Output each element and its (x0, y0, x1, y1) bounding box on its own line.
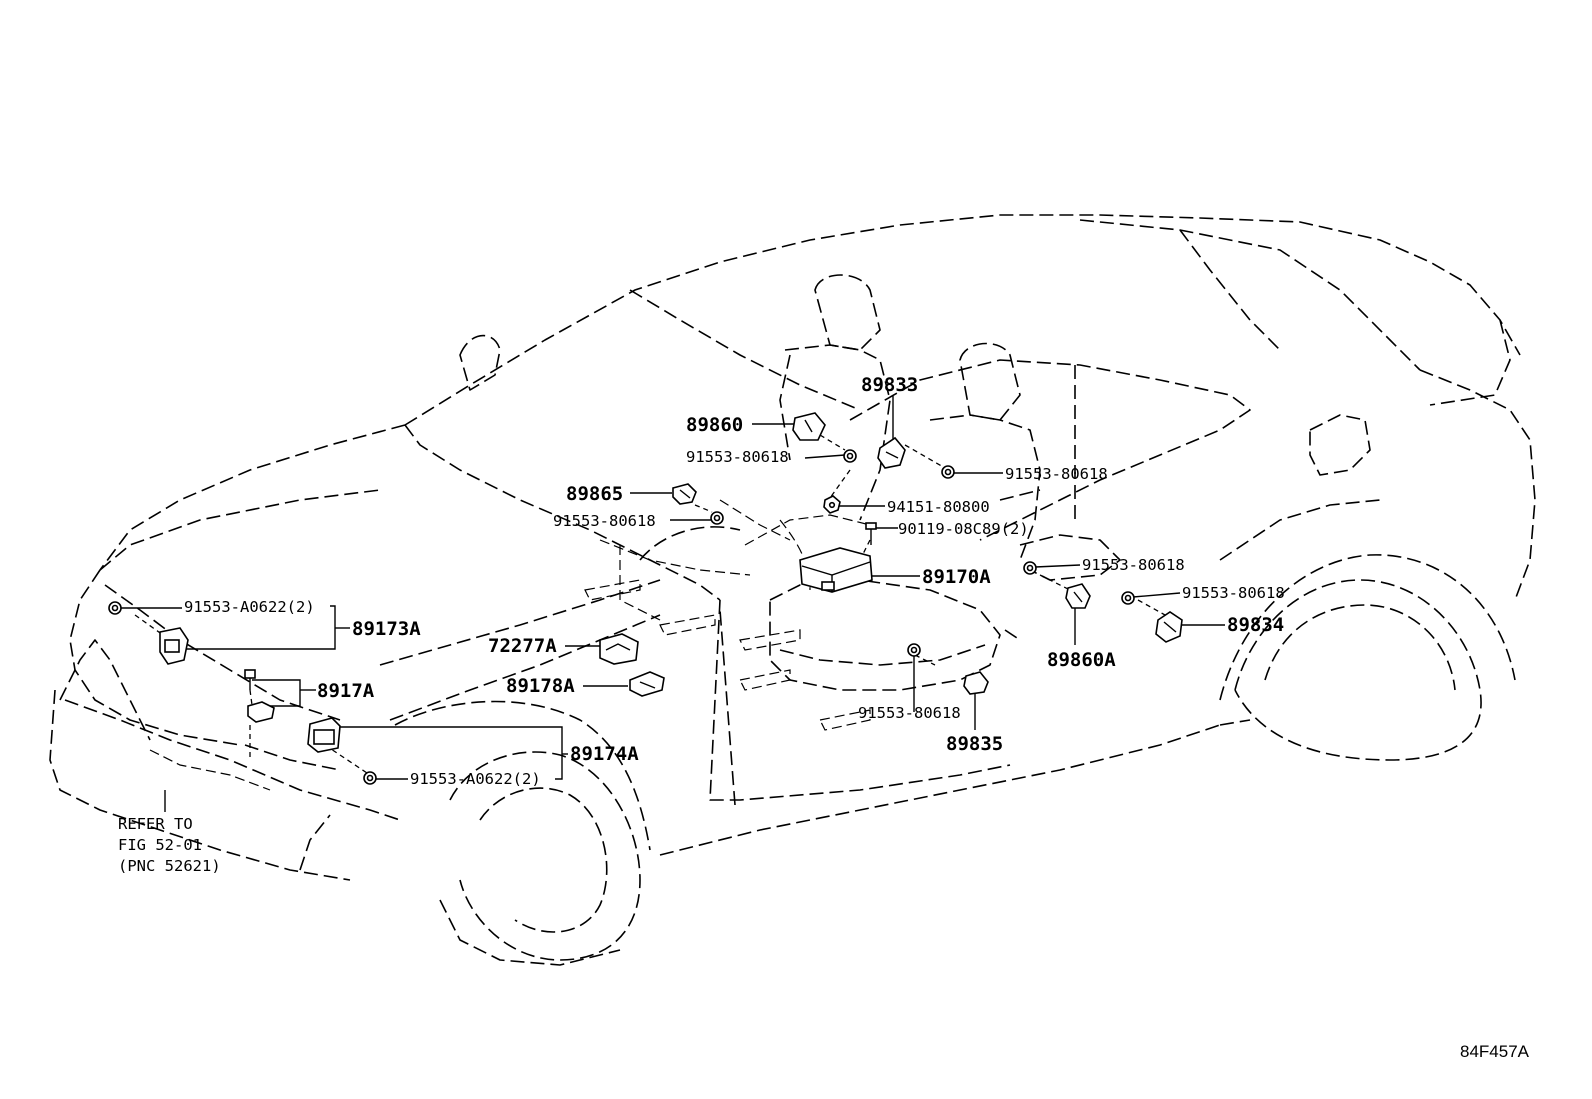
bolt-icon (1121, 591, 1135, 605)
connector-89178a-icon (629, 671, 665, 697)
label-90119-08c89: 90119-08C89(2) (898, 520, 1029, 538)
label-89170a: 89170A (922, 566, 991, 588)
front-sensor-89173a-icon (159, 627, 189, 665)
parts-icons (108, 412, 1183, 785)
label-91553-80618-b: 91553-80618 (1005, 465, 1108, 483)
bolt-icon (710, 511, 724, 525)
bolt-icon (907, 643, 921, 657)
nut-icon (823, 495, 841, 514)
part-labels: 89860 89833 91553-80618 91553-80618 8986… (118, 374, 1530, 1061)
airbag-sensor-assembly-icon (799, 547, 873, 593)
figure-code: 84F457A (1460, 1042, 1530, 1061)
label-91553-80618-f: 91553-80618 (858, 704, 961, 722)
bolt-icon (244, 669, 256, 690)
front-sensor-89174a-icon (307, 717, 341, 753)
label-89865: 89865 (566, 483, 623, 505)
label-89860: 89860 (686, 414, 743, 436)
reference-note-line-2: FIG 52-01 (118, 836, 202, 854)
label-91553-80618-d: 91553-80618 (1082, 556, 1185, 574)
label-89835: 89835 (946, 733, 1003, 755)
label-72277a: 72277A (488, 635, 557, 657)
bolt-icon (108, 601, 122, 615)
label-91553-a0622-bottom: 91553-A0622(2) (410, 770, 541, 788)
label-89174a: 89174A (570, 743, 639, 765)
front-sensor-8917a-icon (247, 701, 275, 723)
label-94151-80800: 94151-80800 (887, 498, 990, 516)
reference-note-line-1: REFER TO (118, 815, 193, 833)
label-89833: 89833 (861, 374, 918, 396)
label-89834: 89834 (1227, 614, 1284, 636)
bolt-icon (865, 522, 877, 545)
sensor-89833-icon (877, 436, 906, 469)
sensor-89865-icon (672, 483, 697, 505)
label-8917a: 8917A (317, 680, 375, 702)
label-89173a: 89173A (352, 618, 421, 640)
leader-lines (118, 396, 1225, 812)
label-91553-80618-a: 91553-80618 (686, 448, 789, 466)
label-91553-80618-e: 91553-80618 (1182, 584, 1285, 602)
sensor-89860-icon (792, 412, 826, 441)
reference-note-line-3: (PNC 52621) (118, 857, 221, 875)
bolt-icon (363, 771, 377, 785)
car-outline (49, 214, 1536, 966)
bolt-icon (941, 465, 955, 479)
label-89178a: 89178A (506, 675, 575, 697)
sensor-89834-icon (1155, 611, 1183, 643)
label-91553-a0622-top: 91553-A0622(2) (184, 598, 315, 616)
sensor-89835-icon (963, 671, 989, 695)
sensor-89860a-icon (1065, 583, 1091, 609)
seats-outline (584, 274, 1121, 731)
bolt-icon (1023, 561, 1037, 575)
label-89860a: 89860A (1047, 649, 1116, 671)
bracket-72277a-icon (599, 633, 639, 665)
label-91553-80618-c: 91553-80618 (553, 512, 656, 530)
bolt-icon (843, 449, 857, 463)
